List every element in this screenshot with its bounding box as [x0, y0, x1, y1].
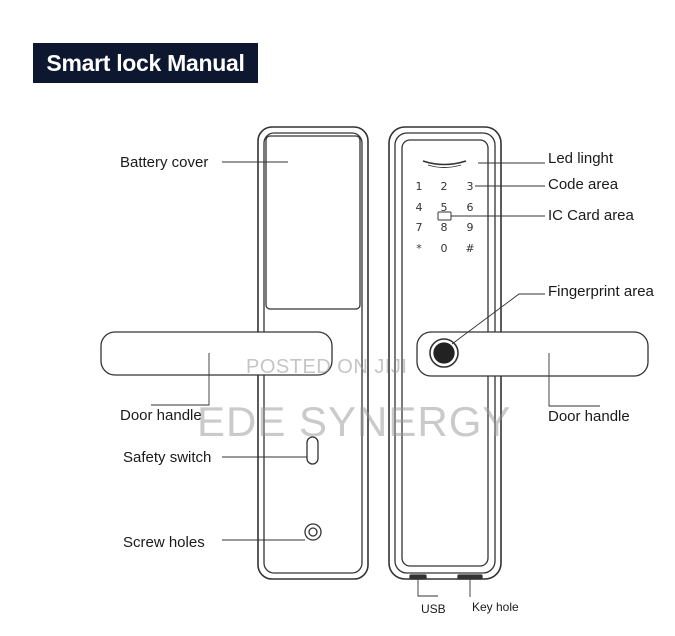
key-hash: # — [465, 242, 474, 255]
label-fingerprint-area: Fingerprint area — [548, 283, 654, 300]
key-0: 0 — [441, 242, 448, 255]
label-key-hole: Key hole — [472, 600, 519, 614]
key-star: * — [416, 242, 422, 255]
watermark-posted: POSTED ON JIJI — [246, 356, 408, 378]
leader-usb — [417, 579, 438, 597]
label-safety-switch: Safety switch — [123, 449, 212, 466]
key-7: 7 — [416, 221, 423, 234]
key-4: 4 — [416, 201, 423, 214]
key-2: 2 — [441, 180, 448, 193]
leader-fingerprint-area — [451, 293, 545, 345]
label-door-handle-right: Door handle — [548, 408, 630, 425]
label-ic-card-area: IC Card area — [548, 207, 634, 224]
key-8: 8 — [441, 221, 448, 234]
door-handle-right-shape — [416, 331, 649, 377]
key-6: 6 — [467, 201, 474, 214]
safety-switch-shape — [306, 436, 319, 465]
watermark-brand: EDE SYNERGY — [197, 398, 512, 445]
label-battery-cover: Battery cover — [120, 154, 209, 171]
door-handle-left-shape — [100, 331, 333, 376]
label-led-light: Led linght — [548, 150, 614, 167]
led-light-shape — [422, 160, 467, 166]
key-5: 5 — [441, 201, 448, 214]
leader-door-handle-right — [548, 353, 600, 407]
leader-door-handle-left — [151, 353, 210, 406]
key-1: 1 — [416, 180, 423, 193]
fingerprint-sensor-inner — [433, 342, 455, 364]
label-door-handle-left: Door handle — [120, 407, 202, 424]
battery-cover — [265, 135, 361, 310]
screw-hole-inner — [308, 527, 318, 537]
label-screw-holes: Screw holes — [123, 534, 205, 551]
screw-hole-outer — [304, 523, 322, 541]
key-9: 9 — [467, 221, 474, 234]
key-3: 3 — [467, 180, 474, 193]
label-code-area: Code area — [548, 176, 619, 193]
usb-port — [409, 574, 427, 580]
key-hole-slot — [457, 574, 483, 580]
label-usb: USB — [421, 602, 446, 616]
page-title: Smart lock Manual — [33, 43, 258, 83]
